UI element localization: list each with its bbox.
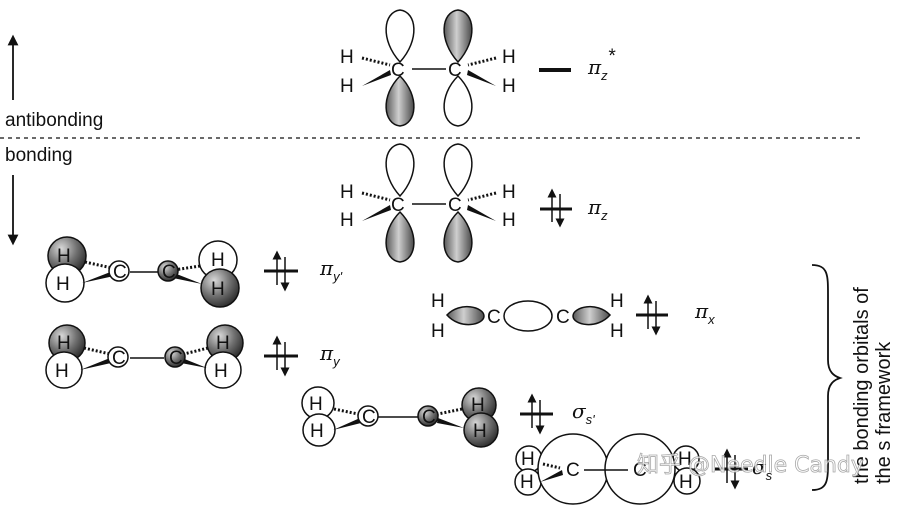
- orbital-symbol: πy: [319, 341, 341, 369]
- atom-c: C: [112, 348, 126, 369]
- atom-c: C: [391, 195, 405, 216]
- atom-h: H: [431, 321, 445, 342]
- atom-h: H: [610, 291, 624, 312]
- antibonding-label: antibonding: [5, 110, 103, 131]
- orbital-symbol: πz*: [587, 46, 616, 83]
- atom-h: H: [471, 395, 485, 416]
- atom-h: H: [431, 291, 445, 312]
- orbital-sigma-s: H H C C H H σs: [514, 433, 773, 505]
- atom-c: C: [448, 60, 462, 81]
- atom-h: H: [211, 250, 225, 271]
- lobe-top-right: [443, 9, 473, 64]
- paired-electrons: [264, 335, 298, 377]
- atom-c: C: [169, 348, 183, 369]
- atom-c: C: [391, 60, 405, 81]
- atom-h: H: [340, 210, 354, 231]
- atom-c: C: [556, 307, 570, 328]
- atom-h: H: [310, 421, 324, 442]
- atom-h: H: [211, 279, 225, 300]
- atom-h: H: [678, 449, 692, 470]
- atom-h: H: [214, 361, 228, 382]
- orbital-symbol: σs: [752, 455, 773, 483]
- atom-c: C: [566, 460, 580, 481]
- atom-h: H: [55, 361, 69, 382]
- watermark: 知乎 @Needle Candy: [637, 453, 864, 478]
- side-label-line2: the s framework: [873, 341, 895, 484]
- paired-electrons: [715, 448, 748, 490]
- atom-c: C: [448, 195, 462, 216]
- atom-h: H: [502, 47, 516, 68]
- bonding-label: bonding: [5, 145, 73, 166]
- orbital-symbol: σs': [572, 399, 595, 427]
- orbital-symbol: πx: [694, 299, 715, 327]
- lobe-top-left: [385, 9, 415, 64]
- orbital-symbol: πy': [319, 256, 343, 284]
- atom-c: C: [422, 407, 436, 428]
- atom-h: H: [340, 182, 354, 203]
- atom-c: C: [487, 307, 501, 328]
- orbital-symbol: πz: [587, 195, 608, 223]
- atom-h: H: [610, 321, 624, 342]
- atom-h: H: [340, 47, 354, 68]
- orbital-sigma-s-prime: H H C C H H σs': [301, 386, 595, 448]
- lobe-bottom-left: [385, 74, 415, 127]
- atom-h: H: [502, 182, 516, 203]
- sigma-framework-group: the bonding orbitals of the s framework: [811, 264, 895, 491]
- atom-h: H: [679, 472, 693, 493]
- atom-h: H: [473, 421, 487, 442]
- atom-h: H: [56, 274, 70, 295]
- orbital-pi-x: H H C C H H πx: [431, 291, 715, 342]
- atom-c: C: [362, 407, 376, 428]
- orbital-pi-y: H H C C H H πy: [45, 324, 341, 389]
- atom-c: C: [633, 460, 647, 481]
- atom-h: H: [520, 472, 534, 493]
- side-label-line1: the bonding orbitals of: [851, 287, 873, 484]
- orbital-pi-z: C C H H H H πz: [340, 143, 608, 263]
- curly-brace: [811, 264, 843, 491]
- energy-axis: antibonding bonding: [0, 34, 860, 246]
- atom-c: C: [113, 262, 127, 283]
- paired-electrons: [540, 188, 572, 228]
- atom-h: H: [521, 449, 535, 470]
- orbital-pi-z-star: C C H H H H πz*: [340, 9, 616, 127]
- paired-electrons: [636, 294, 668, 336]
- paired-electrons: [520, 393, 553, 435]
- atom-h: H: [340, 76, 354, 97]
- atom-h: H: [57, 333, 71, 354]
- atom-h: H: [57, 246, 71, 267]
- orbital-pi-y-prime: H H C C H H πy': [45, 236, 343, 308]
- atom-h: H: [502, 210, 516, 231]
- atom-h: H: [216, 333, 230, 354]
- lobe-bottom-right: [443, 74, 473, 127]
- atom-h: H: [502, 76, 516, 97]
- atom-c: C: [162, 262, 176, 283]
- paired-electrons: [264, 250, 298, 292]
- atom-h: H: [309, 394, 323, 415]
